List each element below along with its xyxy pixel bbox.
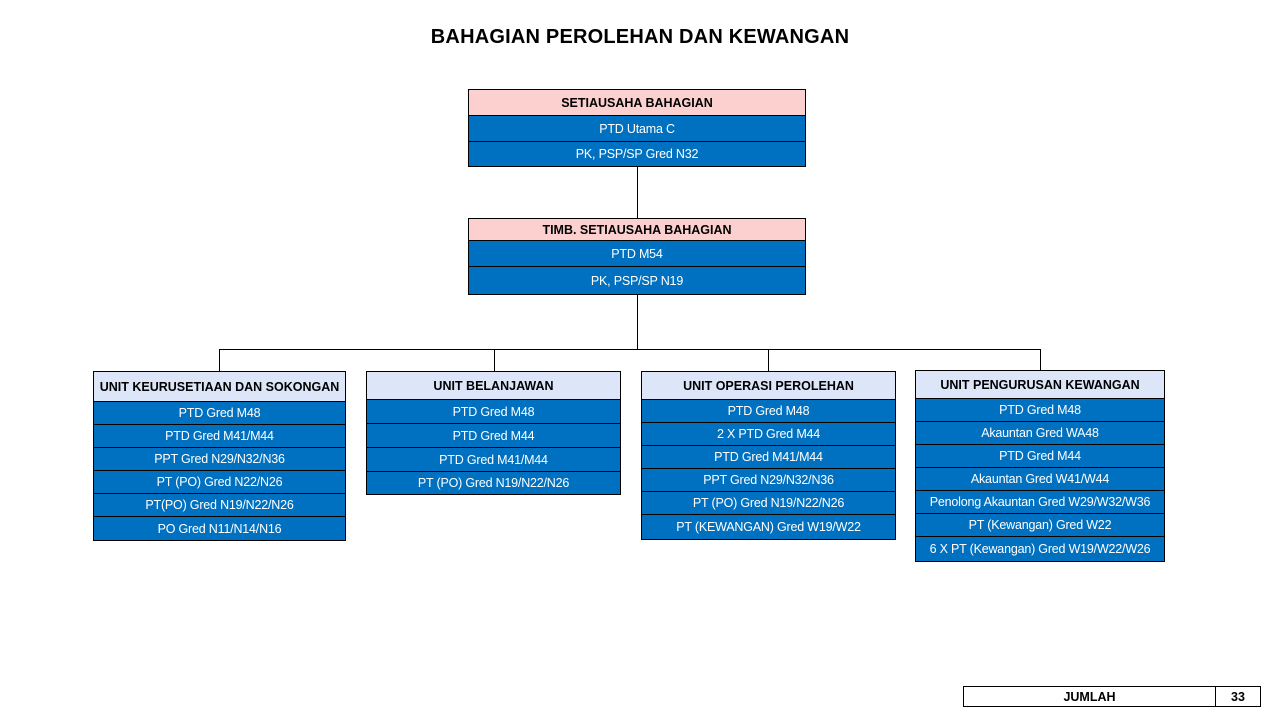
unit-row: Penolong Akauntan Gred W29/W32/W36 xyxy=(916,491,1164,514)
unit-row: PPT Gred N29/N32/N36 xyxy=(94,448,345,471)
unit-row: PT (KEWANGAN) Gred W19/W22 xyxy=(676,520,861,534)
box-row: PTD Utama C xyxy=(469,116,805,142)
total-box: JUMLAH 33 xyxy=(963,686,1261,707)
setiausaha-bahagian-box: SETIAUSAHA BAHAGIAN PTD Utama C PK, PSP/… xyxy=(468,89,806,167)
box-row: PTD M54 xyxy=(469,241,805,267)
unit-row: PT (Kewangan) Gred W22 xyxy=(916,514,1164,537)
unit-row: PTD Gred M48 xyxy=(94,402,345,425)
connector-line xyxy=(219,349,1041,350)
unit-row: Akauntan Gred W41/W44 xyxy=(916,468,1164,491)
unit-belanjawan-box: UNIT BELANJAWAN PTD Gred M48 PTD Gred M4… xyxy=(366,371,621,495)
unit-row: PT(PO) Gred N19/N22/N26 xyxy=(94,494,345,517)
connector-line xyxy=(1040,349,1041,371)
unit-row: PTD Gred M44 xyxy=(367,424,620,448)
unit-keurusetiaan-box: UNIT KEURUSETIAAN DAN SOKONGAN PTD Gred … xyxy=(93,371,346,541)
connector-line xyxy=(637,167,638,218)
unit-pengurusan-kewangan-box: UNIT PENGURUSAN KEWANGAN PTD Gred M48 Ak… xyxy=(915,370,1165,562)
connector-line xyxy=(768,349,769,371)
box-row: PK, PSP/SP N19 xyxy=(590,273,684,288)
unit-row: PT (PO) Gred N22/N26 xyxy=(94,471,345,494)
unit-row: PPT Gred N29/N32/N36 xyxy=(642,469,895,492)
unit-header: UNIT BELANJAWAN xyxy=(367,372,620,400)
unit-row: PTD Gred M48 xyxy=(642,400,895,423)
unit-row: PTD Gred M41/M44 xyxy=(367,448,620,472)
timb-setiausaha-bahagian-box: TIMB. SETIAUSAHA BAHAGIAN PTD M54 PK, PS… xyxy=(468,218,806,295)
total-label: JUMLAH xyxy=(964,687,1216,706)
unit-row: PTD Gred M41/M44 xyxy=(642,446,895,469)
unit-row: PO Gred N11/N14/N16 xyxy=(157,521,282,536)
connector-line xyxy=(637,295,638,349)
unit-row: PTD Gred M48 xyxy=(367,400,620,424)
unit-row: 6 X PT (Kewangan) Gred W19/W22/W26 xyxy=(929,542,1151,556)
box-row: PK, PSP/SP Gred N32 xyxy=(575,147,699,161)
connector-line xyxy=(219,349,220,371)
unit-header: UNIT PENGURUSAN KEWANGAN xyxy=(916,371,1164,399)
total-value: 33 xyxy=(1231,689,1245,704)
unit-row: PT (PO) Gred N19/N22/N26 xyxy=(642,492,895,515)
unit-row: 2 X PTD Gred M44 xyxy=(642,423,895,446)
connector-line xyxy=(494,349,495,371)
unit-header: UNIT KEURUSETIAAN DAN SOKONGAN xyxy=(94,372,345,402)
unit-operasi-perolehan-box: UNIT OPERASI PEROLEHAN PTD Gred M48 2 X … xyxy=(641,371,896,540)
unit-row: PT (PO) Gred N19/N22/N26 xyxy=(417,476,570,490)
unit-row: Akauntan Gred WA48 xyxy=(916,422,1164,445)
unit-row: PTD Gred M48 xyxy=(916,399,1164,422)
unit-row: PTD Gred M44 xyxy=(916,445,1164,468)
box-header: SETIAUSAHA BAHAGIAN xyxy=(469,90,805,116)
box-header: TIMB. SETIAUSAHA BAHAGIAN xyxy=(469,219,805,241)
unit-header: UNIT OPERASI PEROLEHAN xyxy=(642,372,895,400)
unit-row: PTD Gred M41/M44 xyxy=(94,425,345,448)
page-title: BAHAGIAN PEROLEHAN DAN KEWANGAN xyxy=(430,26,850,48)
